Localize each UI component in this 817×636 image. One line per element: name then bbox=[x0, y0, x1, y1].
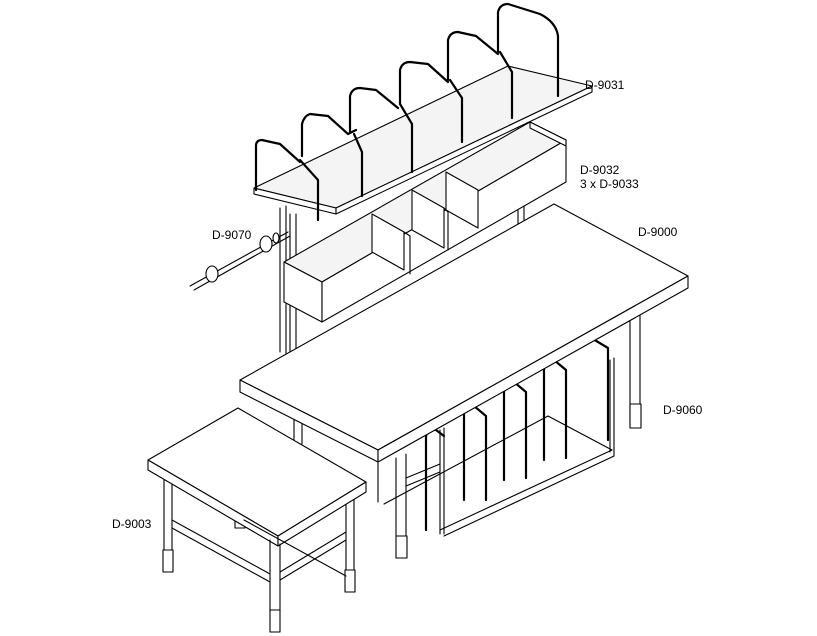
main-table bbox=[239, 203, 689, 559]
side-table bbox=[147, 407, 367, 633]
top-shelf bbox=[253, 2, 593, 222]
label-main-table: D-9000 bbox=[638, 225, 678, 239]
label-side-table: D-9003 bbox=[112, 517, 152, 531]
label-rack: D-9060 bbox=[663, 403, 703, 417]
roll-holder bbox=[189, 231, 291, 291]
label-mid-shelf-dividers: 3 x D-9033 bbox=[580, 177, 639, 191]
middle-shelf bbox=[283, 121, 567, 323]
label-mid-shelf: D-9032 bbox=[580, 163, 620, 177]
label-top-shelf: D-9031 bbox=[585, 78, 625, 92]
label-roll-holder: D-9070 bbox=[212, 228, 252, 242]
